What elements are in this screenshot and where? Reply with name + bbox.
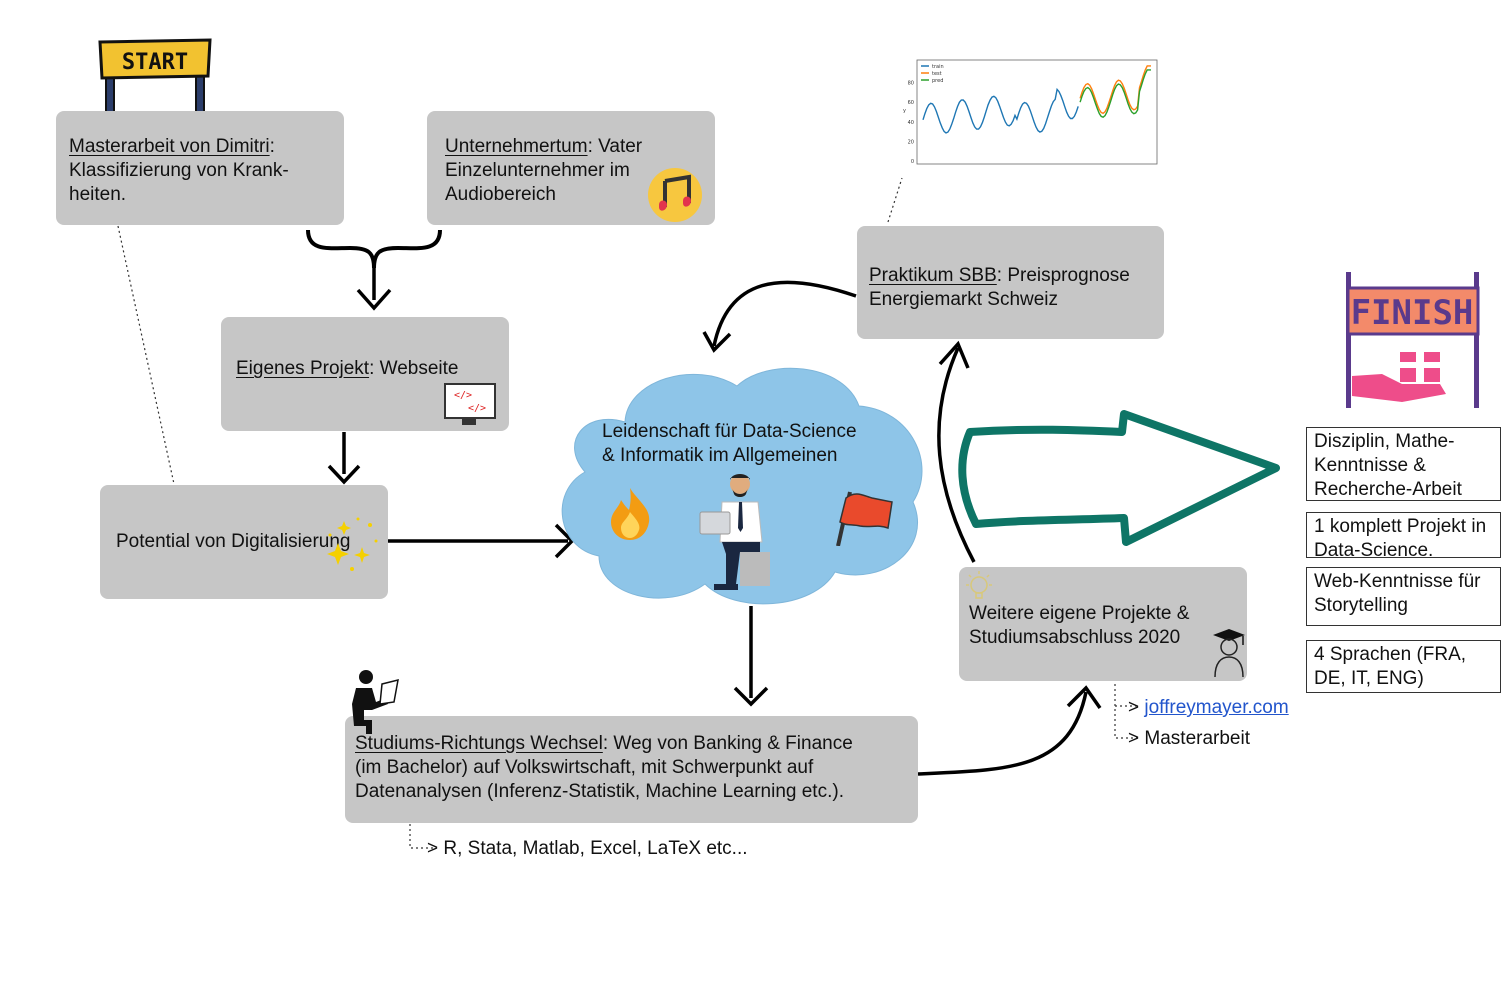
y-tick-label: 80 [908,81,914,87]
curly-brace [306,229,442,269]
eigenes-heading: Eigenes Projekt [236,358,370,379]
potential-text: Potential von Digitalisierung [116,531,351,552]
code-monitor-icon: </> </> [444,383,496,425]
flag-icon [836,491,893,546]
arrow-weitere-to-praktikum [937,347,976,563]
cloud-text: Leidenschaft für Data-Science & Informat… [602,421,857,466]
link-note: > joffreymayer.com [1128,697,1289,718]
gift-hand-icon [1352,350,1446,402]
tools-note: > R, Stata, Matlab, Excel, LaTeX etc... [427,838,748,859]
box-masterarbeit: Masterarbeit von Dimitri: Klassifizierun… [56,111,344,225]
website-link[interactable]: joffreymayer.com [1144,697,1289,718]
y-axis-label: y [903,108,906,114]
masterarbeit-heading: Masterarbeit von Dimitri [69,136,270,157]
outcome-box-4: 4 Sprachen (FRA, DE, IT, ENG) [1306,640,1501,693]
svg-text:</>: </> [454,390,472,401]
start-banner-icon: START [98,38,212,130]
fire-icon [611,488,650,540]
dotted-connector-links [1114,684,1140,739]
graduate-icon [1213,629,1245,677]
box-praktikum: Praktikum SBB: Preisprognose Energiemark… [857,226,1164,339]
outcome-box-1: Disziplin, Mathe-Kenntnisse & Recherche-… [1306,427,1501,501]
arrow-studium-to-weitere [917,691,1088,776]
box-eigenes-projekt: Eigenes Projekt: Webseite </> </> [221,317,509,431]
unternehmertum-heading: Unternehmertum [445,136,588,157]
box-studiumswechsel: Studiums-Richtungs Wechsel: Weg von Bank… [345,716,918,823]
outcome-box-2: 1 komplett Projekt in Data-Science. [1306,512,1501,561]
outcome-box-3: Web-Kenntnisse für Storytelling [1306,567,1501,626]
legend-label: train [932,64,944,70]
dotted-connector-tools [409,824,434,849]
series-line-train [922,87,1079,134]
masterarbeit-note: > Masterarbeit [1128,728,1250,749]
finish-banner-icon: FINISH [1346,272,1480,408]
svg-text:</>: </> [468,403,486,414]
dotted-connector-chart [887,177,903,223]
box-unternehmertum: Unternehmertum: Vater Einzelunternehmer … [427,111,715,225]
studium-heading: Studiums-Richtungs Wechsel [355,733,603,754]
series-line-pred [1079,69,1151,119]
lightbulb-icon [966,571,992,599]
chart-frame [916,59,1158,165]
praktikum-heading: Praktikum SBB [869,265,997,286]
music-note-icon [648,168,702,222]
legend-label: pred [932,78,943,84]
y-tick-label: 20 [908,139,914,145]
start-label: START [122,50,188,75]
big-teal-arrow [958,410,1280,546]
y-tick-label: 40 [908,120,914,126]
dotted-connector-masterarbeit [117,225,175,485]
y-tick-label: 0 [911,159,914,165]
box-weitere-projekte: Weitere eigene Projekte & Studiumsabschl… [959,567,1247,681]
finish-label: FINISH [1351,293,1474,333]
person-laptop-icon [699,474,770,590]
y-tick-label: 60 [908,100,914,106]
legend-label: test [932,71,942,77]
sparkles-icon [327,517,378,571]
reading-person-icon [352,670,399,734]
arrow-praktikum-to-cloud [712,280,857,347]
box-potential: Potential von Digitalisierung [100,485,388,599]
